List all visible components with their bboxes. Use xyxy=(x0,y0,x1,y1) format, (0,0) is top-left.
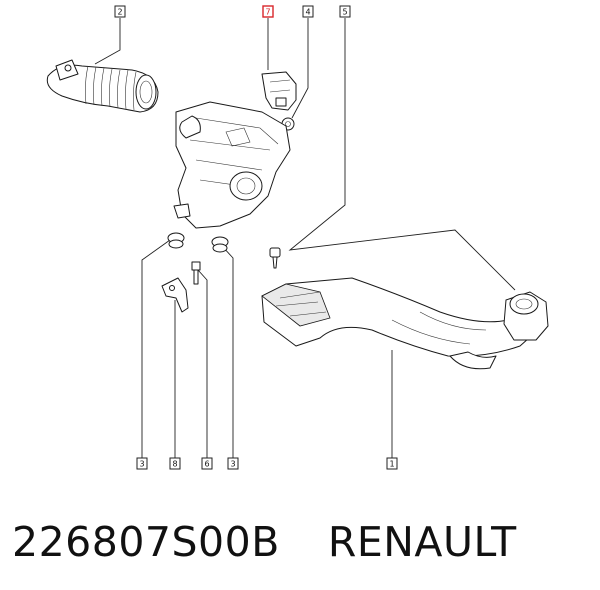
callout-6: 6 xyxy=(201,457,213,470)
callout-3-right: 3 xyxy=(227,457,239,470)
sensor-unit xyxy=(261,71,297,111)
svg-text:5: 5 xyxy=(342,8,347,17)
part-number: 226807S00B xyxy=(12,518,280,566)
svg-text:3: 3 xyxy=(230,460,235,469)
intake-duct xyxy=(261,277,549,370)
svg-text:1: 1 xyxy=(389,460,394,469)
callout-2: 2 xyxy=(114,5,126,18)
svg-text:3: 3 xyxy=(139,460,144,469)
callout-3-left: 3 xyxy=(136,457,148,470)
svg-text:7: 7 xyxy=(265,8,270,17)
callout-boxes: 2 7 4 5 3 8 6 3 xyxy=(114,5,398,470)
brand-name: RENAULT xyxy=(327,518,517,566)
mounting-bracket xyxy=(161,277,189,313)
svg-text:4: 4 xyxy=(305,8,310,17)
callout-1: 1 xyxy=(386,457,398,470)
callout-5: 5 xyxy=(339,5,351,18)
air-intake-hose xyxy=(46,59,159,113)
bolt-6 xyxy=(191,261,201,285)
parts-diagram: 2 7 4 5 3 8 6 3 xyxy=(46,5,549,470)
svg-text:6: 6 xyxy=(204,460,209,469)
filter-housing xyxy=(173,101,291,229)
svg-text:2: 2 xyxy=(117,8,122,17)
clip-5 xyxy=(269,247,281,269)
leader-lines xyxy=(94,18,516,458)
svg-text:8: 8 xyxy=(172,460,177,469)
callout-8: 8 xyxy=(169,457,181,470)
part-caption: 226807S00B RENAULT xyxy=(12,512,592,572)
callout-4: 4 xyxy=(302,5,314,18)
grommet-right xyxy=(211,236,229,253)
grommet-left xyxy=(167,232,185,249)
callout-7-highlighted: 7 xyxy=(262,5,274,18)
